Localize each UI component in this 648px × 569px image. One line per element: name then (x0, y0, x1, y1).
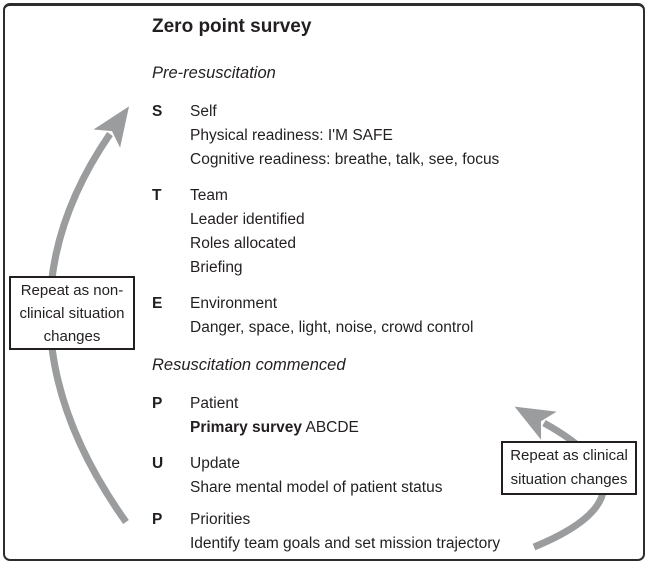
item-update-body: Update Share mental model of patient sta… (190, 452, 632, 500)
item-team-name: Team (190, 187, 228, 204)
item-team-detail-3: Briefing (190, 259, 243, 276)
section-heading-resuscitation-commenced: Resuscitation commenced (152, 356, 346, 374)
item-patient-detail-rest: ABCDE (302, 419, 359, 436)
item-team-key: T (152, 187, 162, 204)
right-callout-line-1: Repeat as clinical (510, 447, 628, 464)
item-priorities-name: Priorities (190, 511, 251, 528)
item-update-detail-1: Share mental model of patient status (190, 479, 443, 496)
right-repeat-callout: Repeat as clinical situation changes (501, 441, 637, 495)
left-callout-line-2: clinical situation (19, 304, 125, 322)
item-priorities-body: Priorities Identify team goals and set m… (190, 508, 632, 556)
figure-title: Zero point survey (152, 16, 312, 37)
item-self-body: Self Physical readiness: I'M SAFE Cognit… (190, 100, 632, 172)
item-patient-name: Patient (190, 395, 239, 412)
item-self-detail-2: Cognitive readiness: breathe, talk, see,… (190, 151, 500, 168)
item-update: U Update Share mental model of patient s… (152, 452, 632, 500)
item-priorities-detail-1: Identify team goals and set mission traj… (190, 535, 501, 552)
item-priorities: P Priorities Identify team goals and set… (152, 508, 632, 556)
item-environment: E Environment Danger, space, light, nois… (152, 292, 632, 340)
section-heading-pre-resuscitation: Pre-resuscitation (152, 64, 276, 82)
item-environment-key: E (152, 295, 163, 312)
figure-content: Zero point survey Pre-resuscitation S Se… (152, 14, 632, 556)
left-callout-line-1: Repeat as non- (20, 281, 124, 299)
item-team-body: Team Leader identified Roles allocated B… (190, 184, 632, 280)
item-environment-body: Environment Danger, space, light, noise,… (190, 292, 632, 340)
item-team-detail-1: Leader identified (190, 211, 305, 228)
item-update-key: U (152, 455, 164, 472)
item-self: S Self Physical readiness: I'M SAFE Cogn… (152, 100, 632, 172)
right-callout-line-2: situation changes (510, 471, 628, 488)
item-team-detail-2: Roles allocated (190, 235, 296, 252)
item-environment-detail-1: Danger, space, light, noise, crowd contr… (190, 319, 474, 336)
item-self-detail-1: Physical readiness: I'M SAFE (190, 127, 393, 144)
item-update-name: Update (190, 455, 240, 472)
item-team: T Team Leader identified Roles allocated… (152, 184, 632, 280)
item-self-name: Self (190, 103, 217, 120)
item-self-key: S (152, 103, 163, 120)
item-environment-name: Environment (190, 295, 278, 312)
left-callout-line-3: changes (43, 327, 101, 345)
item-patient-key: P (152, 395, 163, 412)
item-priorities-key: P (152, 511, 163, 528)
item-patient-detail-1: Primary survey ABCDE (190, 416, 632, 440)
left-repeat-callout: Repeat as non- clinical situation change… (9, 276, 135, 350)
item-patient: P Patient Primary survey ABCDE (152, 392, 632, 440)
item-patient-body: Patient Primary survey ABCDE (190, 392, 632, 440)
item-patient-detail-bold: Primary survey (190, 419, 303, 436)
